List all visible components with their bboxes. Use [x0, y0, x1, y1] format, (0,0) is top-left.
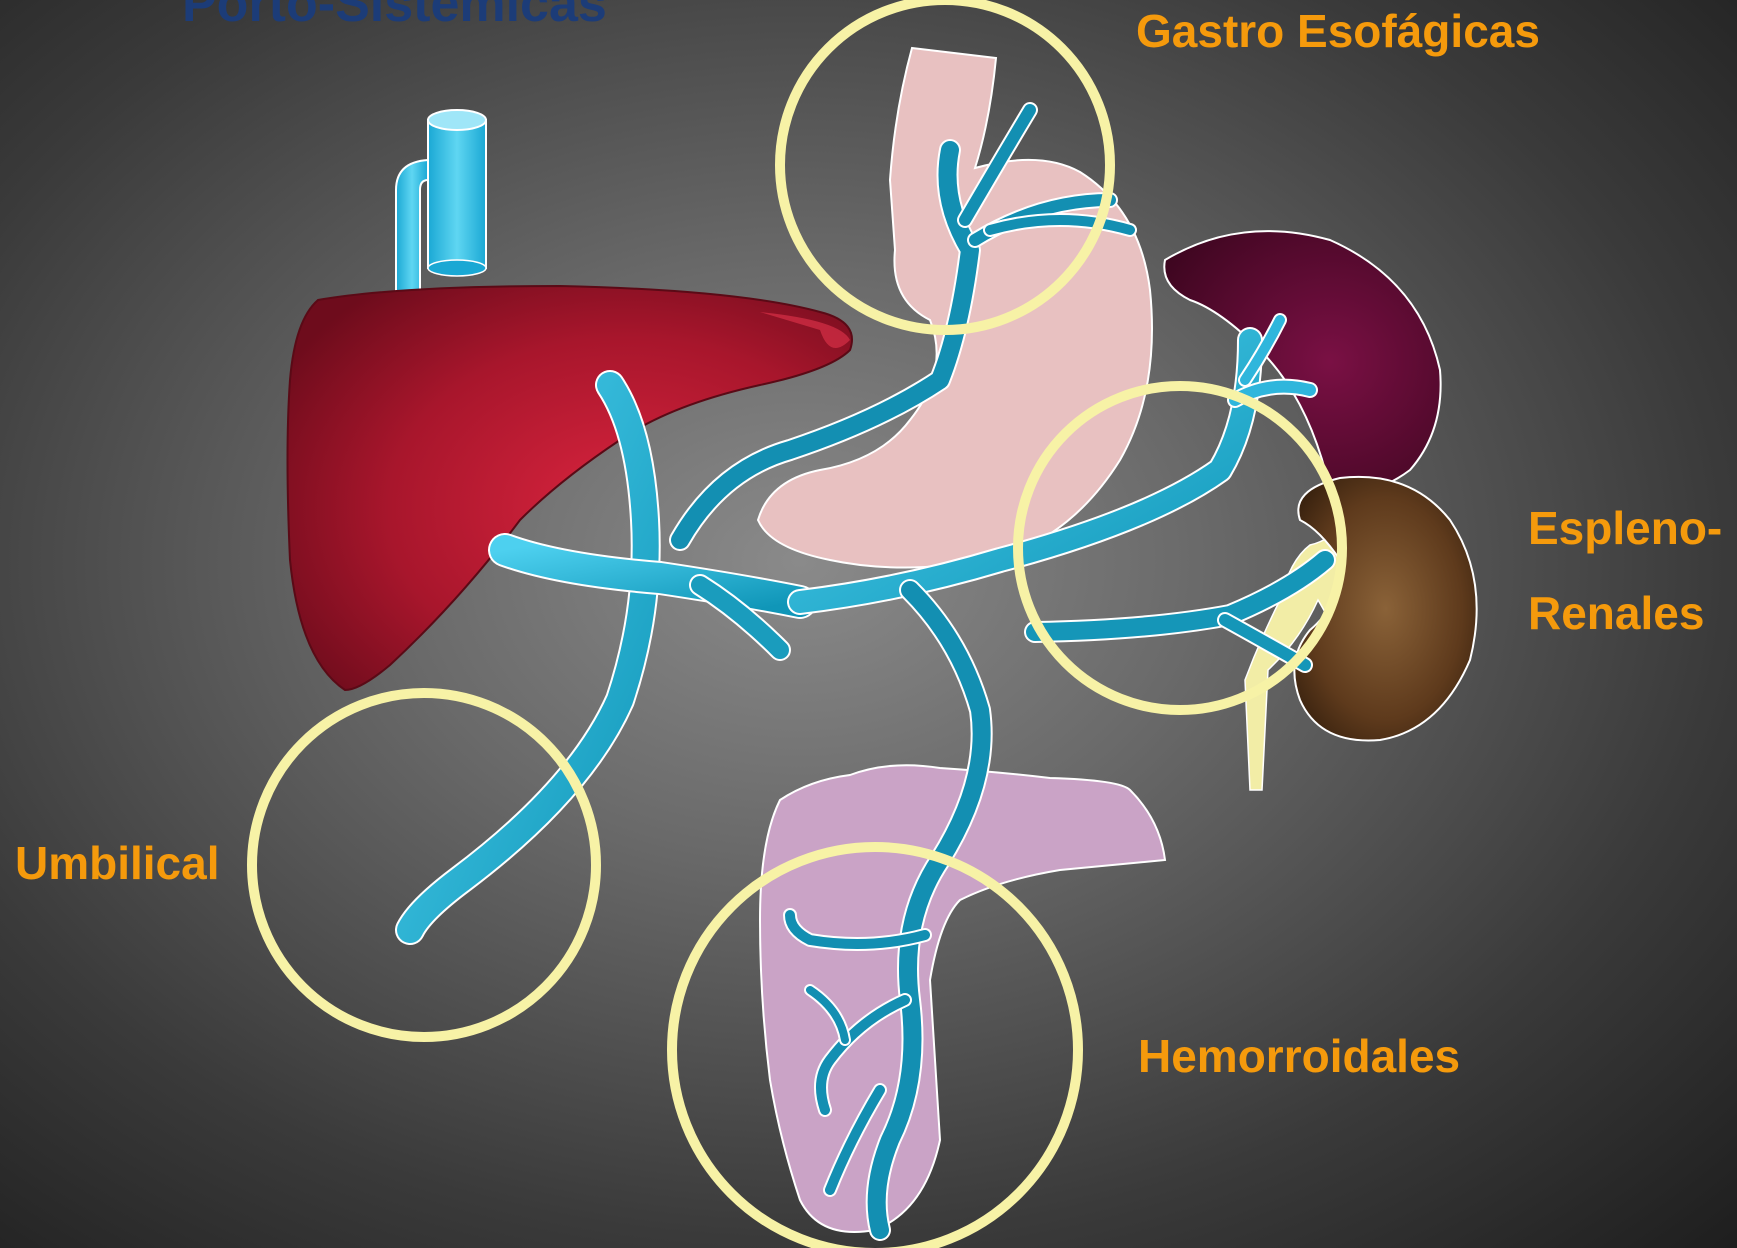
circle-umbilical: [252, 693, 596, 1037]
label-hemorroidales: Hemorroidales: [1138, 1033, 1460, 1079]
label-espleno-1: Espleno-: [1528, 505, 1722, 551]
spleen: [1164, 231, 1440, 492]
label-espleno-2: Renales: [1528, 590, 1704, 636]
label-umbilical: Umbilical: [15, 840, 220, 886]
label-gastro: Gastro Esofágicas: [1136, 8, 1540, 54]
kidney: [1294, 477, 1476, 741]
